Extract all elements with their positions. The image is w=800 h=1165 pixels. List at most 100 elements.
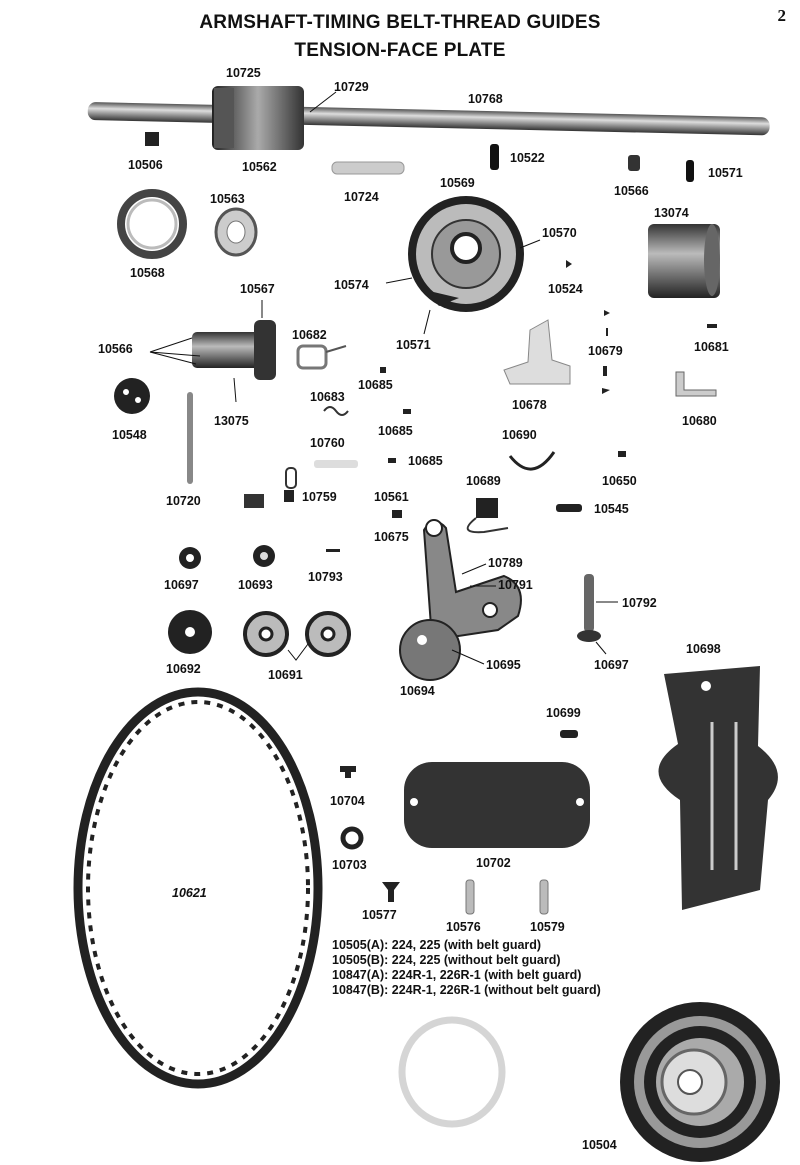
label-10702: 10702 — [476, 856, 511, 870]
label-10729: 10729 — [334, 80, 369, 94]
washer-10697 — [179, 547, 201, 569]
pin-10576 — [465, 879, 475, 915]
page-title-line-1: ARMSHAFT-TIMING BELT-THREAD GUIDES — [199, 12, 601, 33]
label-10693: 10693 — [238, 578, 273, 592]
guide-10760 — [314, 460, 358, 468]
screw-10561 — [392, 510, 402, 518]
label-10506: 10506 — [128, 158, 163, 172]
label-10524: 10524 — [548, 282, 583, 296]
label-10724: 10724 — [344, 190, 379, 204]
label-10576: 10576 — [446, 920, 481, 934]
label-10704: 10704 — [330, 794, 365, 808]
pin-10522 — [490, 144, 499, 170]
label-10789: 10789 — [488, 556, 523, 570]
label-10569: 10569 — [440, 176, 475, 190]
label-10675: 10675 — [374, 530, 409, 544]
label-10690: 10690 — [502, 428, 537, 442]
clip-10793 — [326, 549, 340, 552]
label-10566-a: 10566 — [614, 184, 649, 198]
label-10720: 10720 — [166, 494, 201, 508]
tension-arm-10789 — [399, 519, 522, 681]
screw-10650 — [618, 451, 626, 457]
label-10698: 10698 — [686, 642, 721, 656]
block-10759 — [244, 494, 264, 508]
label-10791: 10791 — [498, 578, 533, 592]
label-10577: 10577 — [362, 908, 397, 922]
label-10566-b: 10566 — [98, 342, 133, 356]
armshaft — [87, 86, 770, 150]
label-10697-b: 10697 — [594, 658, 629, 672]
label-10571-a: 10571 — [708, 166, 743, 180]
label-10579: 10579 — [530, 920, 565, 934]
page-number: 2 — [777, 6, 787, 25]
label-10563: 10563 — [210, 192, 245, 206]
label-10725: 10725 — [226, 66, 261, 80]
discs-10691 — [243, 611, 351, 661]
screw-10685-b — [403, 409, 411, 414]
belt-guard-ring — [398, 1016, 506, 1128]
label-10522: 10522 — [510, 151, 545, 165]
label-10689: 10689 — [466, 474, 501, 488]
spring-10683 — [323, 406, 349, 416]
note-line: 10847(A): 224R-1, 226R-1 (with belt guar… — [332, 968, 582, 982]
label-10679: 10679 — [588, 344, 623, 358]
timing-belt-10621 — [73, 687, 323, 1089]
screws-10679 — [602, 310, 610, 394]
label-10574: 10574 — [334, 278, 369, 292]
bushing-10563 — [214, 207, 258, 257]
spring-10682 — [296, 344, 347, 370]
label-10703: 10703 — [332, 858, 367, 872]
label-10699: 10699 — [546, 706, 581, 720]
note-line: 10505(A): 224, 225 (with belt guard) — [332, 938, 542, 952]
pin-10579 — [539, 879, 549, 915]
knob-10548 — [114, 378, 150, 414]
label-10568: 10568 — [130, 266, 165, 280]
label-13075: 13075 — [214, 414, 249, 428]
screw-10685-c — [388, 458, 396, 463]
label-10685-a: 10685 — [358, 378, 393, 392]
cover-plate-10702 — [404, 762, 590, 848]
spring-10690 — [508, 451, 556, 471]
label-10570: 10570 — [542, 226, 577, 240]
washer-10703 — [340, 826, 364, 850]
screw-10545 — [556, 504, 582, 512]
label-10685-c: 10685 — [408, 454, 443, 468]
tension-spring-10689 — [466, 498, 509, 534]
label-10680: 10680 — [682, 414, 717, 428]
label-10759: 10759 — [302, 490, 337, 504]
label-10768: 10768 — [468, 92, 503, 106]
screw-10685-a — [380, 367, 386, 373]
hub-assembly-10567 — [149, 300, 276, 403]
label-10697-a: 10697 — [164, 578, 199, 592]
label-10683: 10683 — [310, 390, 345, 404]
label-10548: 10548 — [112, 428, 147, 442]
washer-10693 — [253, 545, 275, 567]
hand-wheel-10504 — [620, 1002, 780, 1162]
label-10562: 10562 — [242, 160, 277, 174]
label-10571-b: 10571 — [396, 338, 431, 352]
guide-pin-10792 — [577, 574, 618, 655]
label-10567: 10567 — [240, 282, 275, 296]
note-line: 10847(B): 224R-1, 226R-1 (without belt g… — [332, 983, 601, 997]
thread-guide-10678 — [503, 319, 571, 385]
label-10692: 10692 — [166, 662, 201, 676]
label-10691: 10691 — [268, 668, 303, 682]
page-title-line-2: TENSION-FACE PLATE — [294, 40, 506, 61]
pin-10571 — [686, 160, 694, 182]
screw-10524 — [566, 260, 572, 268]
label-10650: 10650 — [602, 474, 637, 488]
label-10694: 10694 — [400, 684, 435, 698]
disc-10692 — [168, 610, 212, 654]
screw-10577 — [382, 882, 400, 902]
label-13074: 13074 — [654, 206, 689, 220]
label-10681: 10681 — [694, 340, 729, 354]
note-line: 10505(B): 224, 225 (without belt guard) — [332, 953, 561, 967]
screw-10681 — [707, 324, 717, 328]
label-10621: 10621 — [172, 886, 207, 900]
label-10678: 10678 — [512, 398, 547, 412]
model-notes: 10505(A): 224, 225 (with belt guard) 105… — [332, 938, 601, 998]
ring-10568 — [117, 189, 187, 259]
label-10561: 10561 — [374, 490, 409, 504]
label-10695: 10695 — [486, 658, 521, 672]
